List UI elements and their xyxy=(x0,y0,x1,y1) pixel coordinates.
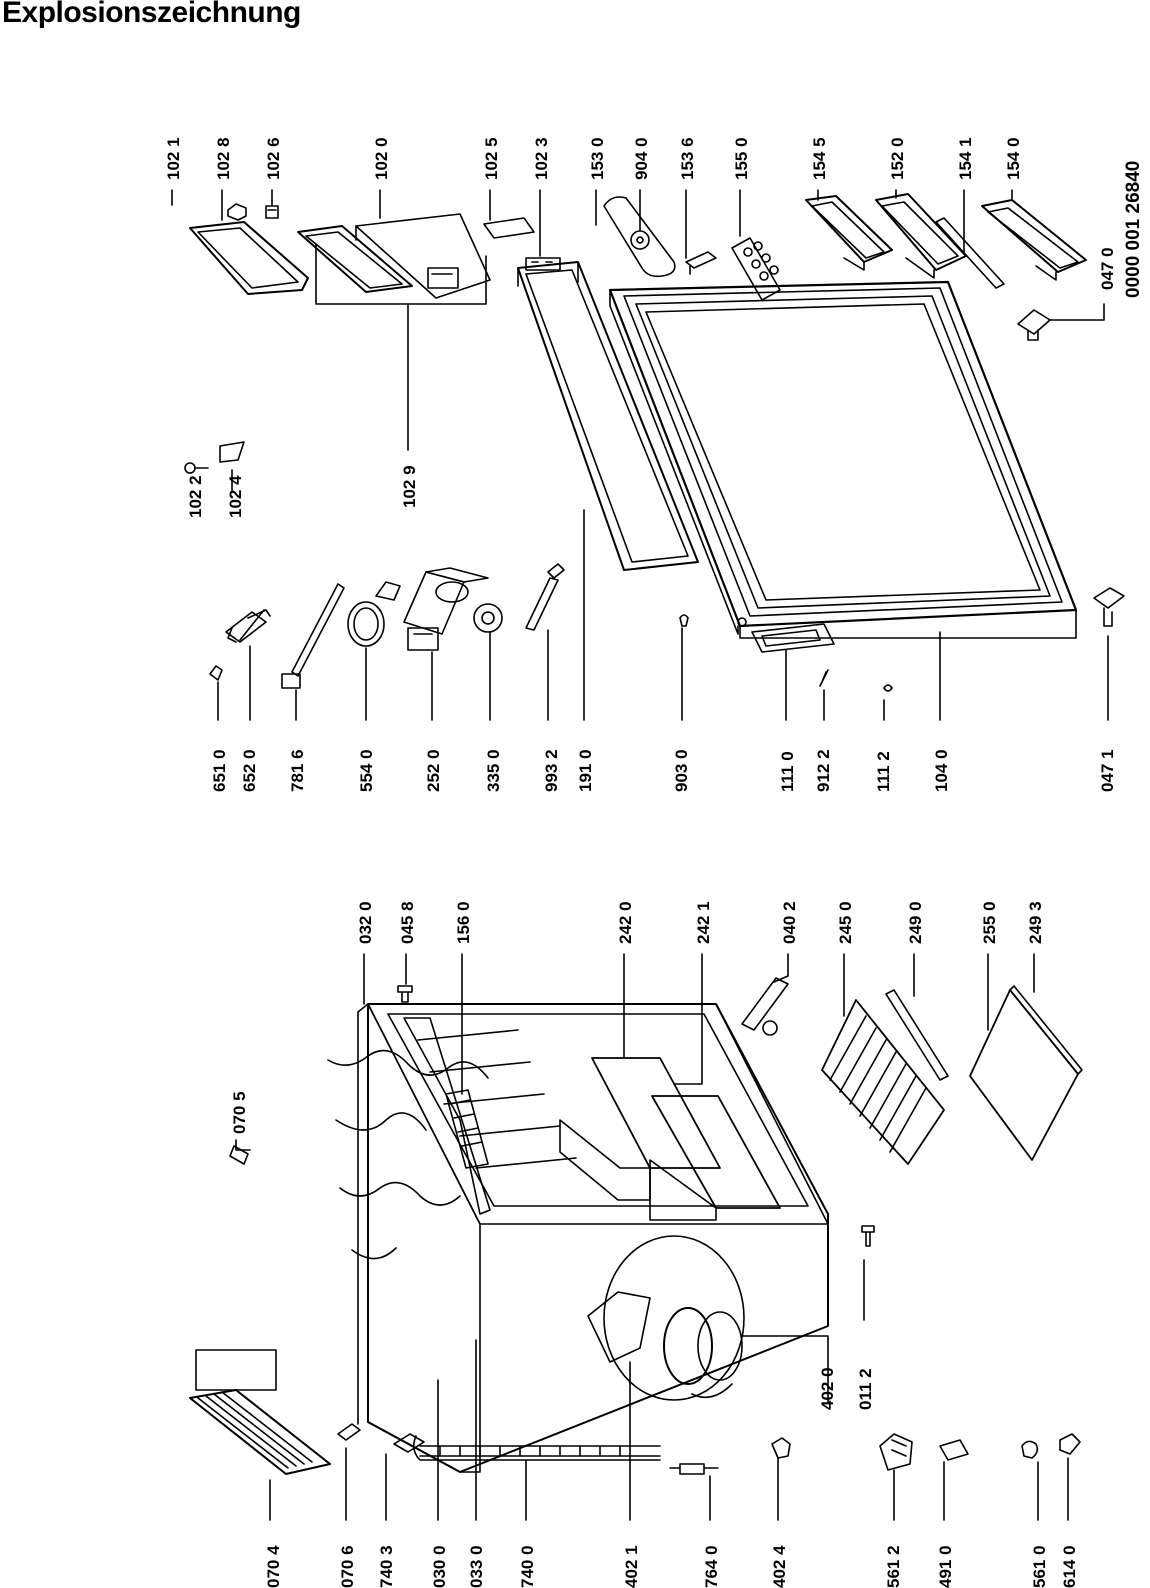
bracket-7403 xyxy=(393,1433,425,1453)
part-6140 xyxy=(1059,1433,1081,1455)
door-panel-1040 xyxy=(608,280,1078,639)
clip-1024 xyxy=(219,441,245,463)
screw-6510 xyxy=(209,665,223,681)
egg-holder-1550 xyxy=(731,237,781,301)
cover-4910 xyxy=(939,1439,969,1461)
clip-4024 xyxy=(771,1437,791,1459)
screw-0458 xyxy=(397,985,413,1003)
door-gasket-frame xyxy=(189,221,309,295)
top-grille-0704 xyxy=(189,1349,331,1475)
foot-0471 xyxy=(1093,587,1125,627)
cover-plate-1025 xyxy=(483,217,535,239)
door-shelf-1520 xyxy=(875,193,967,279)
shelf-strip-2490 xyxy=(885,989,949,1081)
clip-part-1021 xyxy=(227,203,247,221)
leader-0402 xyxy=(773,953,789,983)
clip-0706 xyxy=(337,1423,361,1441)
screw-9030 xyxy=(679,614,689,627)
spatula-9932 xyxy=(525,563,565,631)
grille-2450 xyxy=(821,999,945,1165)
leader-0470 xyxy=(1049,303,1105,321)
knob-9040 xyxy=(630,230,650,250)
lamp-holder-5540 xyxy=(347,581,401,647)
hinge-0402 xyxy=(741,977,789,1036)
handle-1110 xyxy=(751,623,835,653)
bracket-1023 xyxy=(525,257,561,271)
thermostat-6520 xyxy=(225,609,271,643)
door-shelf-frame-1020 xyxy=(297,213,491,299)
compressor-4020 xyxy=(587,1235,745,1401)
screw-1022 xyxy=(184,462,196,474)
leader-4020 xyxy=(741,1335,829,1403)
leader-2421 xyxy=(673,953,703,1085)
glass-shelf-2550 xyxy=(969,985,1083,1161)
relay-5612 xyxy=(879,1433,913,1471)
door-shelf-1540 xyxy=(981,199,1087,281)
condenser-7400 xyxy=(412,1435,661,1461)
pin-1112 xyxy=(883,684,893,692)
sensor-rod-7816 xyxy=(281,583,345,689)
shelf-rail-1541 xyxy=(935,217,1005,289)
clip-0705 xyxy=(229,1145,249,1165)
crisper-boxes-2420 xyxy=(559,1057,781,1221)
leader-0705 xyxy=(235,1139,251,1151)
page-title: Explosionszeichnung xyxy=(2,0,301,29)
egg-tray-1530 xyxy=(603,196,676,278)
foot-0112 xyxy=(861,1225,875,1247)
foot-0470 xyxy=(1017,309,1051,341)
part-5610 xyxy=(1021,1440,1039,1459)
knob-3350 xyxy=(473,603,503,633)
fan-unit-2520 xyxy=(403,567,489,651)
screw-9122 xyxy=(819,669,829,687)
bracket-1029 xyxy=(315,243,487,305)
cabinet-body-0300 xyxy=(327,1003,829,1473)
door-shelf-1545 xyxy=(805,195,893,271)
dryer-7640 xyxy=(669,1463,719,1475)
bracket-1536 xyxy=(685,251,717,275)
hinge-pin-1026 xyxy=(265,205,279,219)
door-gasket-1910 xyxy=(517,261,699,571)
light-cover-1560 xyxy=(445,1089,489,1169)
